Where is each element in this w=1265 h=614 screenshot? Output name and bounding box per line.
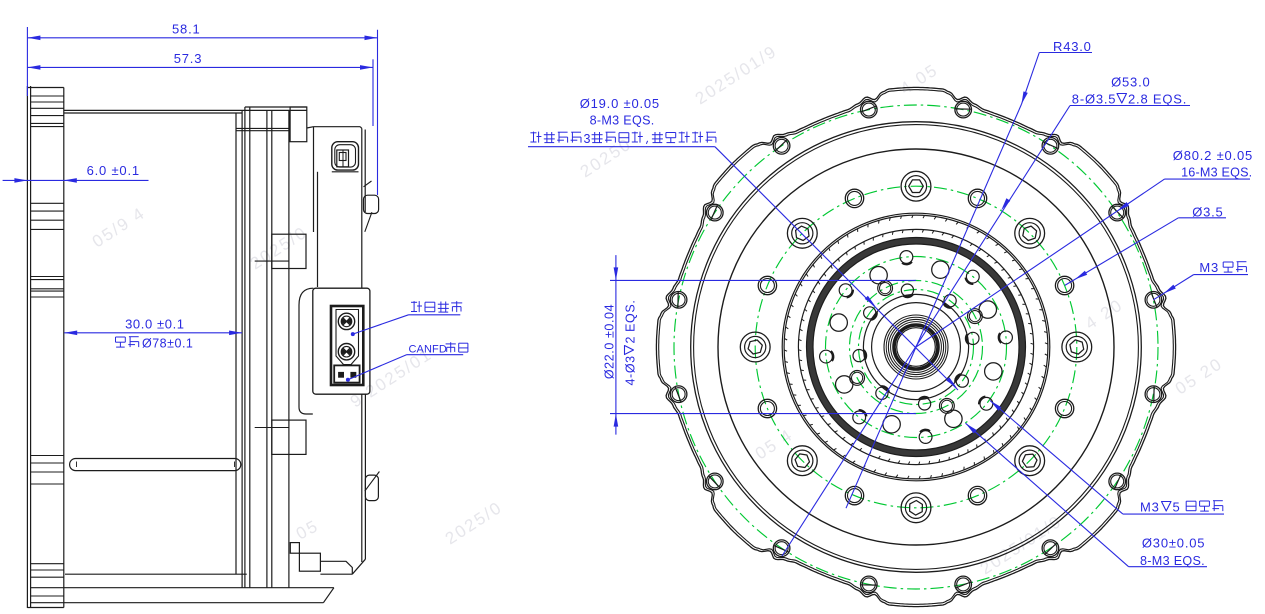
svg-text:58.1: 58.1 [172, 22, 201, 37]
svg-text:16-M3 EQS.: 16-M3 EQS. [1181, 165, 1252, 179]
svg-text:8-Ø3.5: 8-Ø3.5 [1072, 91, 1117, 106]
svg-text:5: 5 [1173, 499, 1181, 514]
svg-text:Ø22.0 ±0.04: Ø22.0 ±0.04 [603, 304, 617, 379]
svg-text:Ø19.0 ±0.05: Ø19.0 ±0.05 [580, 96, 660, 111]
svg-text:Ø78±0.1: Ø78±0.1 [142, 337, 193, 351]
svg-text:M3: M3 [1140, 499, 1160, 514]
svg-text:8-M3 EQS.: 8-M3 EQS. [1140, 554, 1205, 568]
svg-text:M3: M3 [1199, 260, 1219, 275]
svg-text:CANFD: CANFD [409, 343, 447, 355]
svg-text:30.0 ±0.1: 30.0 ±0.1 [125, 317, 185, 332]
svg-text:2.8 EQS.: 2.8 EQS. [1128, 91, 1187, 106]
svg-text:Ø3.5: Ø3.5 [1192, 204, 1223, 219]
svg-text:Ø30±0.05: Ø30±0.05 [1142, 536, 1205, 551]
svg-text:3: 3 [584, 132, 591, 146]
svg-text:8-M3 EQS.: 8-M3 EQS. [590, 113, 655, 127]
svg-text:R43.0: R43.0 [1053, 39, 1092, 54]
svg-text:2 EQS.: 2 EQS. [624, 300, 638, 344]
svg-text:6.0 ±0.1: 6.0 ±0.1 [87, 163, 140, 178]
svg-text:57.3: 57.3 [174, 51, 203, 66]
svg-text:4-Ø3: 4-Ø3 [624, 355, 638, 385]
svg-text:Ø80.2 ±0.05: Ø80.2 ±0.05 [1173, 148, 1253, 163]
svg-text:Ø53.0: Ø53.0 [1111, 75, 1150, 90]
